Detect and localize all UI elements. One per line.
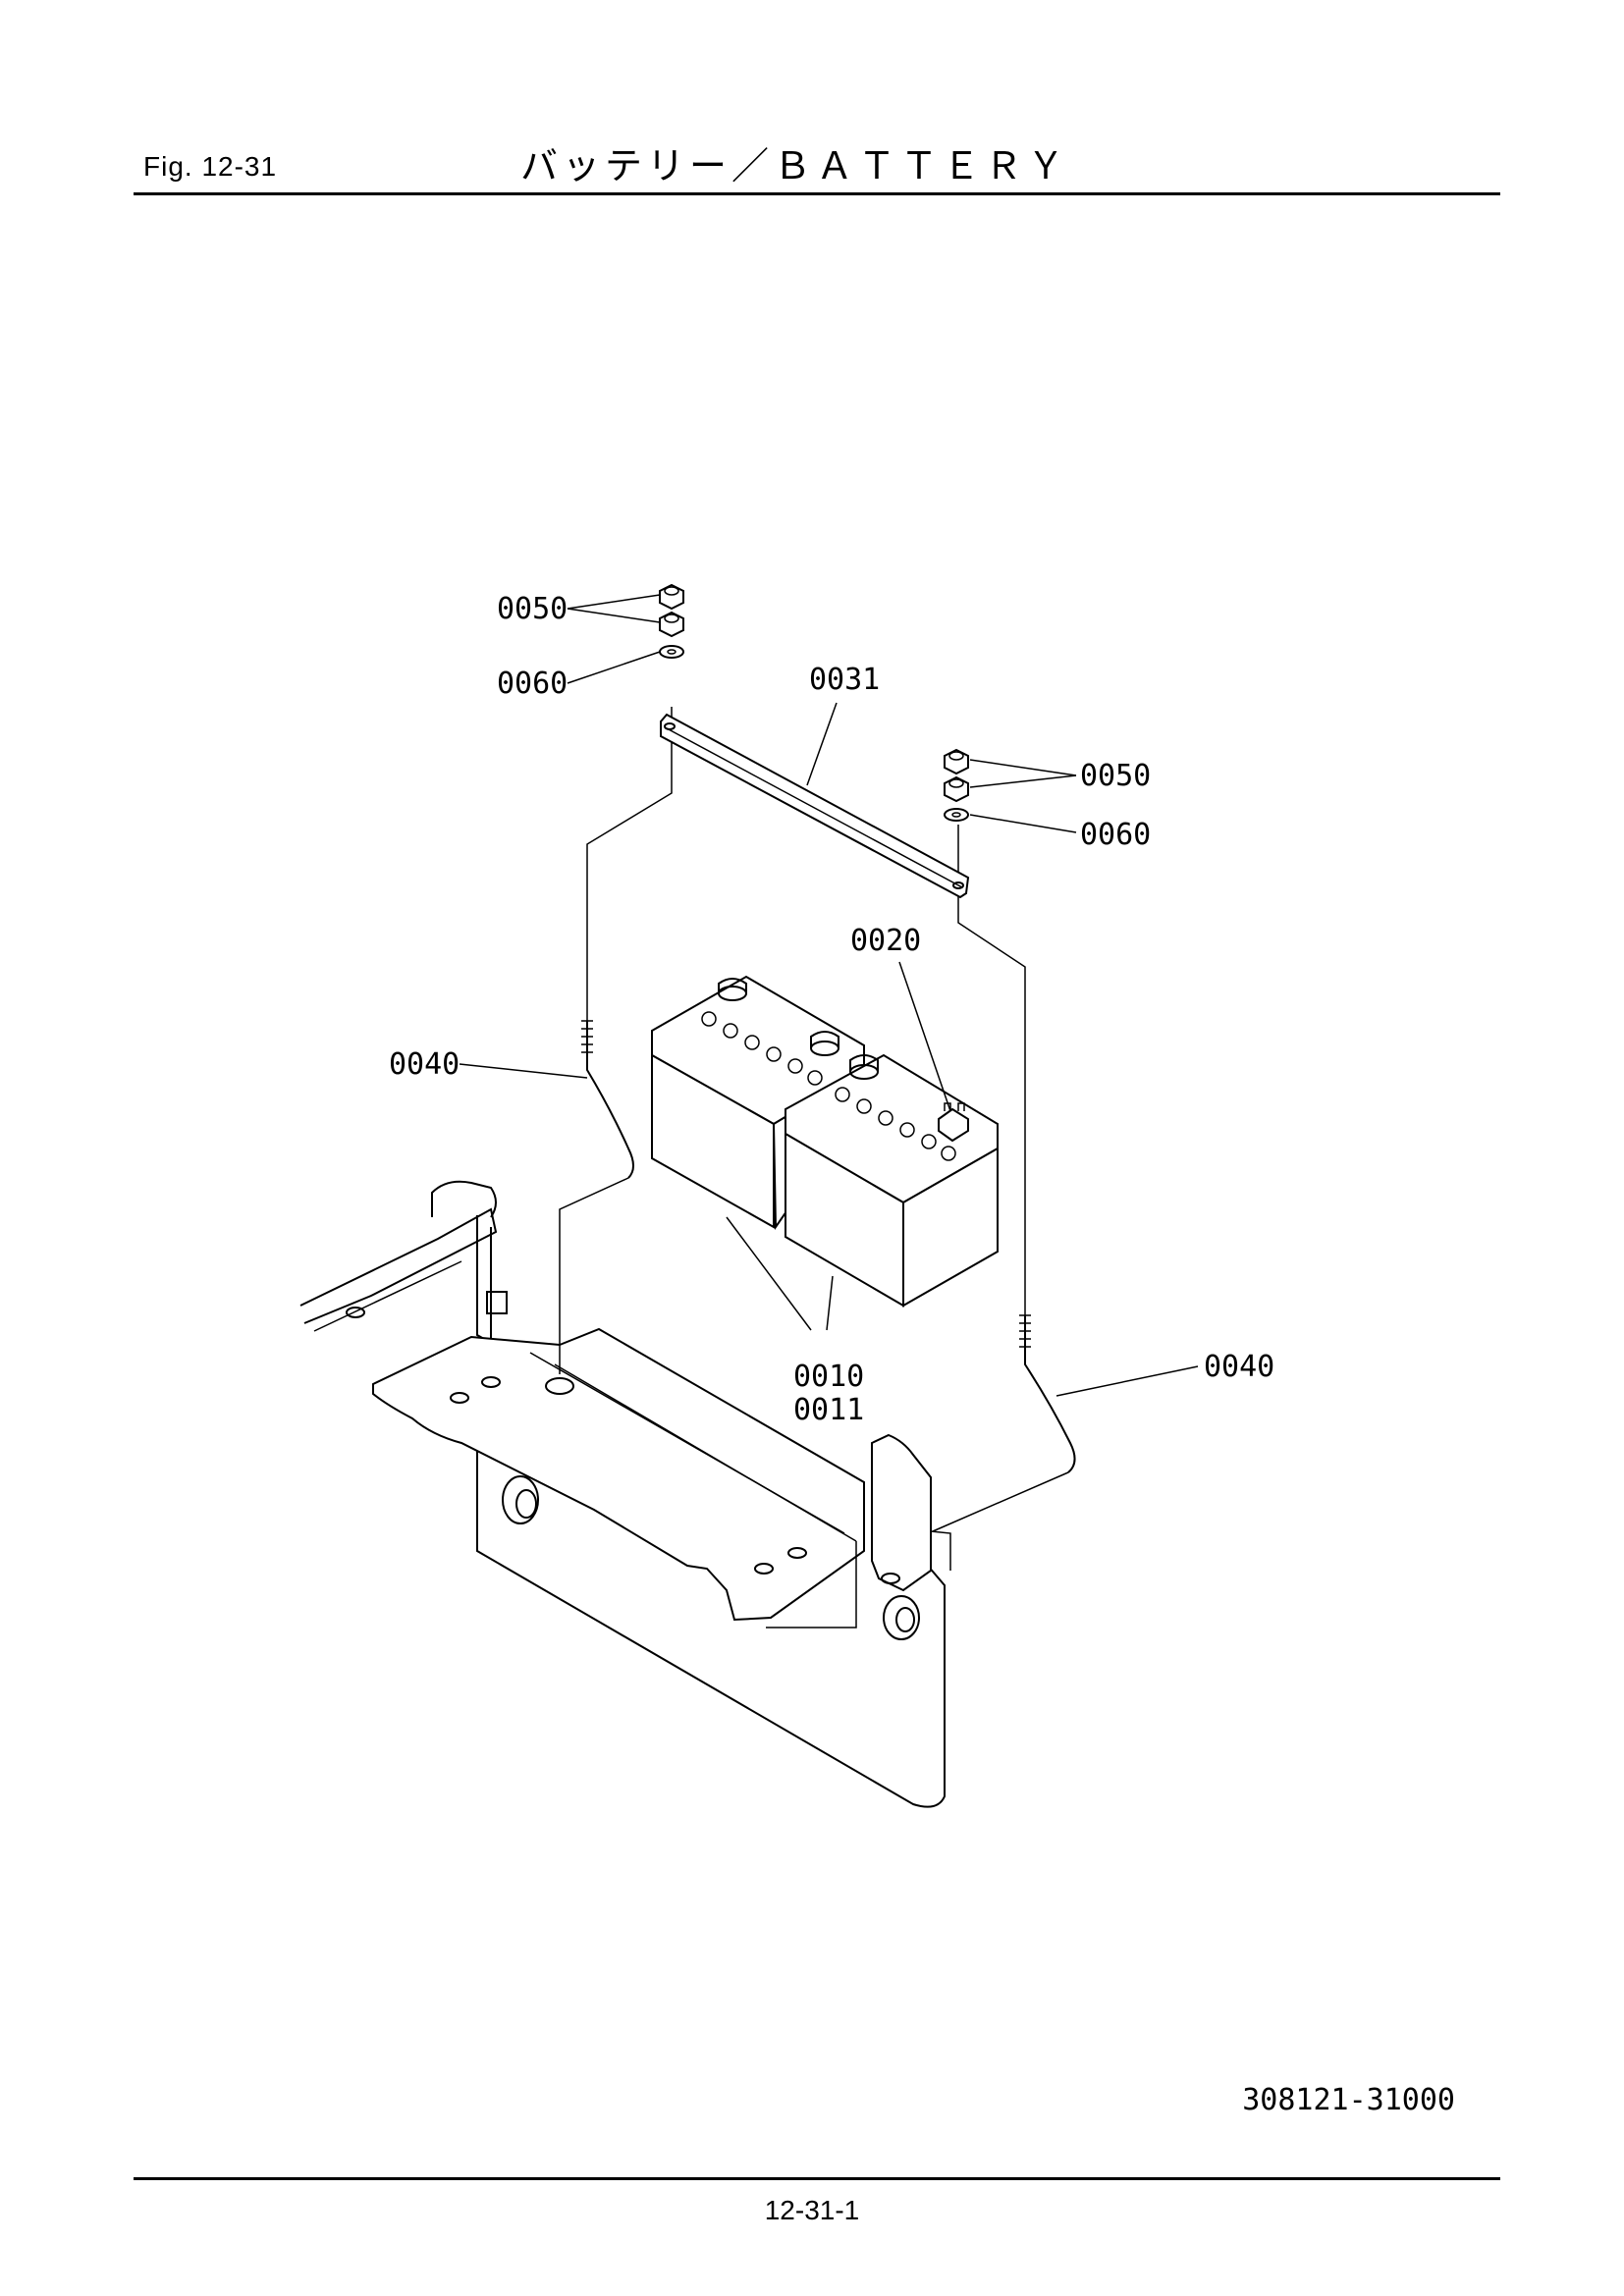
callout-hold-bar: 0031: [809, 663, 880, 697]
figure-number: Fig. 12-31: [143, 151, 278, 182]
battery-hold-bar: [660, 713, 970, 899]
nut-washer-stack-left: [659, 583, 684, 659]
callout-nut-right: 0050: [1080, 759, 1151, 793]
callout-battery-a: 0010: [793, 1360, 864, 1394]
nut-washer-stack-right: [944, 748, 969, 822]
battery-bracket-frame: [299, 1180, 951, 1808]
callout-washer-right: 0060: [1080, 818, 1151, 852]
page-number: 12-31-1: [764, 2195, 860, 2225]
callout-washer-top-left: 0060: [497, 667, 568, 701]
battery-b: [785, 1053, 999, 1308]
callout-battery-b: 0011: [793, 1393, 864, 1427]
footer-rule: [134, 2177, 1500, 2180]
figure-title: バッテリー／ＢＡＴＴＥＲＹ: [520, 146, 1070, 187]
drawing-number: 308121-31000: [1242, 2083, 1455, 2117]
callout-nut-top-left: 0050: [497, 592, 568, 626]
callout-rod-left: 0040: [389, 1047, 460, 1082]
hold-down-rod-right: [932, 1314, 1076, 1532]
terminal-cap: [938, 1102, 969, 1143]
callout-terminal-cap: 0020: [850, 924, 921, 958]
hold-down-rod-left: [559, 1020, 634, 1374]
callout-rod-right: 0040: [1204, 1350, 1274, 1384]
leader-lines: [459, 594, 1199, 1397]
header-rule: [134, 192, 1500, 195]
